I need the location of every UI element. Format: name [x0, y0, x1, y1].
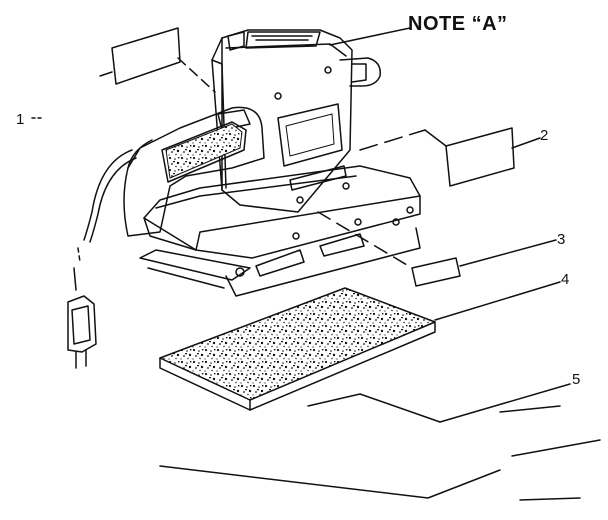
- sander-base-plate: [143, 165, 421, 259]
- paper-clamp-rails: [139, 218, 421, 297]
- note-a-leader-line: [329, 27, 411, 46]
- callout-5: 5: [572, 371, 581, 388]
- callout-2: 2: [540, 127, 549, 144]
- part-5-sanding-sheet: [159, 383, 601, 501]
- power-cord: [73, 149, 137, 291]
- callout-4: 4: [561, 271, 570, 288]
- part-2-label-decal: [359, 127, 541, 187]
- handle-grip-texture: [165, 123, 243, 179]
- rear-switch-boss: [339, 57, 381, 87]
- part-3-small-plate: [317, 211, 557, 287]
- sander-motor-housing: [211, 29, 353, 213]
- callout-1: 1: [16, 111, 25, 128]
- power-plug: [67, 295, 97, 369]
- callout-3: 3: [557, 231, 566, 248]
- note-a-label: NOTE “A”: [408, 13, 508, 35]
- sander-handle: [123, 106, 265, 237]
- part-1-label-decal: [99, 27, 216, 93]
- part-4-abrasive-pad: [159, 281, 561, 411]
